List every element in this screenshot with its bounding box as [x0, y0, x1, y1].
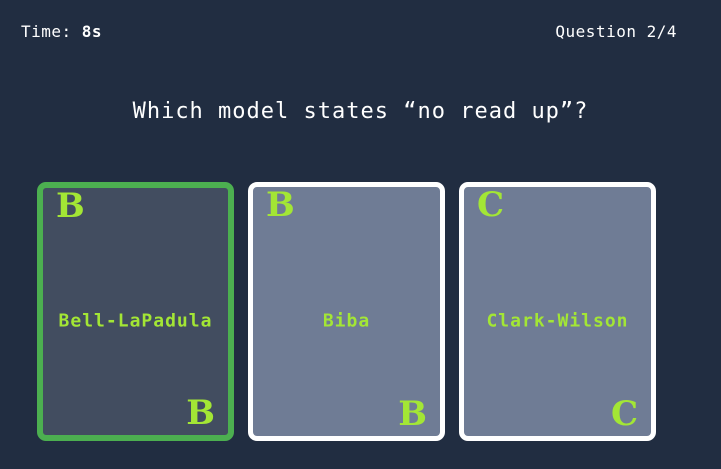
answer-card-row: B Bell-LaPadula B B Biba B C Clark-Wilso…: [37, 182, 656, 441]
answer-card-bell-lapadula[interactable]: B Bell-LaPadula B: [37, 182, 234, 441]
card-label: Biba: [322, 310, 371, 331]
timer-label: Time:: [21, 22, 82, 41]
question-counter: Question 2/4: [555, 22, 677, 41]
card-label: Bell-LaPadula: [58, 310, 213, 331]
card-label: Clark-Wilson: [486, 310, 629, 331]
card-corner-letter-bottom: C: [610, 393, 638, 434]
timer: Time: 8s: [21, 22, 102, 41]
card-corner-letter-bottom: B: [398, 393, 427, 434]
card-corner-letter-top: B: [266, 185, 295, 225]
card-corner-letter-top: C: [477, 185, 505, 225]
answer-card-clark-wilson[interactable]: C Clark-Wilson C: [459, 182, 656, 441]
question-text: Which model states “no read up”?: [132, 99, 589, 124]
answer-card-biba[interactable]: B Biba B: [248, 182, 445, 441]
timer-value: 8s: [81, 22, 103, 41]
card-corner-letter-top: B: [56, 186, 85, 226]
top-bar: Time: 8s Question 2/4: [21, 22, 677, 41]
card-corner-letter-bottom: B: [186, 392, 215, 433]
